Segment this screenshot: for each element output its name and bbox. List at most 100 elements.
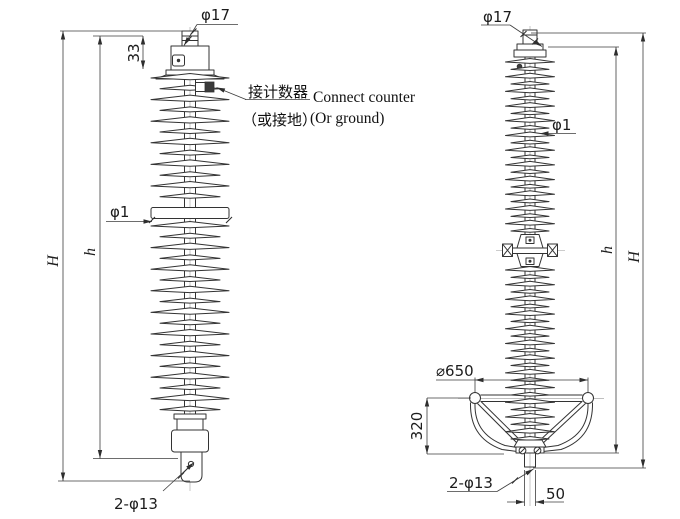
shed	[150, 285, 230, 294]
right-view: φ17 φ1 h H ⌀650 320 2-φ13 50	[408, 8, 646, 506]
dim-tick	[148, 216, 156, 224]
left-view: φ17 33 φ1 h H 2-φ13 接计数器 （或接地） Connect c…	[45, 6, 416, 513]
dim-label-h: h	[599, 246, 616, 254]
shed	[510, 318, 550, 324]
shed	[510, 377, 550, 382]
shed	[510, 288, 550, 294]
ring-strut	[477, 403, 520, 446]
dim-arrow	[640, 459, 646, 468]
shed	[505, 131, 555, 138]
dim-arrow	[424, 445, 430, 454]
shed	[510, 198, 550, 204]
shed	[505, 280, 555, 287]
dim-arrow	[540, 131, 549, 136]
cap-detail-dot	[176, 58, 181, 63]
dim-arrow	[525, 469, 534, 476]
dim-arrow	[60, 31, 66, 40]
ring-tube-end	[582, 392, 594, 404]
shed	[159, 128, 221, 134]
dim-label-650: ⌀650	[436, 362, 474, 380]
left-neck-lip	[173, 413, 207, 420]
dim-arrow	[143, 219, 152, 224]
shed	[505, 72, 555, 79]
shed	[159, 405, 221, 412]
dim-label-33: 33	[125, 43, 143, 62]
shed	[505, 58, 555, 64]
shed	[510, 169, 550, 174]
dim-arrow	[613, 444, 619, 453]
shed	[510, 362, 550, 368]
dim-arrow	[216, 87, 226, 93]
shed	[159, 384, 221, 390]
ring-bowl-tube	[542, 403, 589, 448]
ring-bowl-tube	[542, 402, 594, 452]
flange-detail-dot	[528, 238, 532, 242]
dim-arrow	[613, 47, 619, 56]
shed	[150, 221, 230, 229]
left-neck	[176, 418, 204, 431]
shed	[510, 406, 550, 412]
flange-detail-dot	[528, 259, 532, 263]
dim-arrow	[475, 377, 484, 383]
shed	[505, 310, 555, 316]
shed	[510, 154, 550, 160]
shed	[505, 427, 555, 434]
shed	[505, 266, 555, 272]
ring-strut	[540, 403, 586, 446]
dim-arrow	[533, 39, 542, 47]
left-end-block	[171, 429, 209, 453]
shed	[159, 297, 221, 304]
shed	[150, 393, 230, 402]
dim-label-phi17: φ17	[483, 8, 512, 26]
shed	[510, 227, 550, 233]
dim-label-50: 50	[546, 485, 565, 503]
shed	[159, 340, 221, 347]
shed	[150, 350, 230, 358]
counter-terminal	[195, 81, 215, 93]
shed	[150, 94, 230, 102]
shed	[505, 146, 555, 153]
dim-arrow	[579, 377, 588, 383]
dim-arrow	[535, 499, 544, 505]
dim-arrow	[97, 450, 103, 459]
shed	[510, 391, 550, 397]
dim-label-h: h	[82, 248, 99, 256]
dim-arrow	[516, 499, 525, 505]
shed	[150, 242, 230, 250]
shed	[150, 137, 230, 146]
callout-en-line1: Connect counter	[313, 89, 416, 106]
callout-zh-line1: 接计数器	[248, 83, 308, 101]
shed	[505, 190, 555, 197]
shed	[510, 95, 550, 101]
dim-tick	[511, 477, 519, 484]
shed	[159, 171, 221, 178]
dim-arrow	[60, 472, 66, 481]
shed	[505, 354, 555, 361]
right-middle-flange	[496, 234, 565, 267]
ring-strut	[480, 401, 523, 443]
dim-tick	[531, 38, 539, 45]
shed	[150, 181, 230, 189]
shed	[510, 110, 550, 116]
dim-label-2phi13: 2-φ13	[449, 474, 493, 492]
left-middle-flange	[150, 207, 230, 219]
right-shed-stack-lower	[505, 266, 555, 441]
ring-bowl-tube	[474, 403, 518, 448]
shed	[510, 333, 550, 338]
right-shed-stack-upper	[505, 58, 555, 233]
shed	[505, 398, 555, 405]
dim-arrow	[640, 33, 646, 42]
right-bottom-flare	[513, 439, 547, 448]
dim-tick	[177, 472, 185, 479]
right-cap-lower	[513, 49, 547, 58]
dim-tick	[190, 28, 197, 35]
shed	[150, 264, 230, 272]
callout-en-line2: (Or ground)	[310, 110, 384, 127]
ring-strut	[537, 401, 583, 443]
bolt-hatch	[502, 243, 513, 257]
dim-arrow	[140, 36, 146, 45]
shed	[505, 413, 555, 419]
bolt-hatch	[547, 243, 558, 257]
shed	[150, 307, 230, 315]
